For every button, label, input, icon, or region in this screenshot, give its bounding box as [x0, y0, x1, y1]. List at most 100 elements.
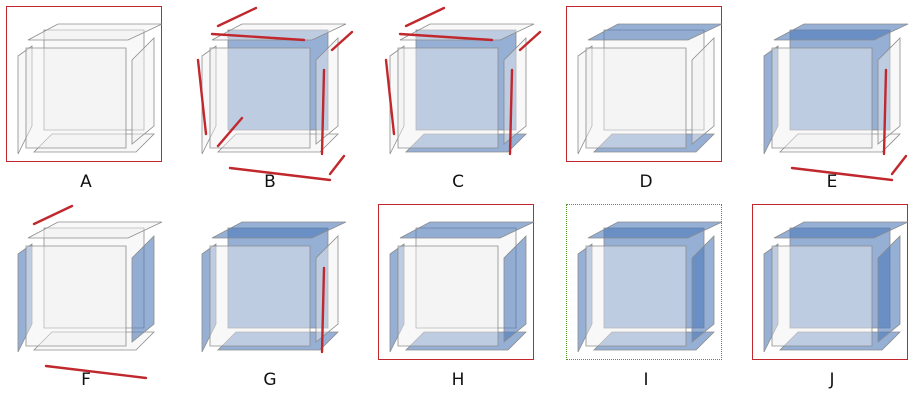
face-bottom	[33, 133, 155, 153]
highlight-edge	[508, 68, 514, 156]
panel-f	[6, 204, 166, 380]
cube-figure	[577, 23, 723, 155]
panel-frame	[378, 204, 534, 360]
face-top	[587, 23, 723, 41]
highlight-edge	[890, 154, 908, 176]
highlight-edge	[330, 30, 354, 52]
face-back	[43, 29, 145, 131]
face-right	[131, 37, 155, 145]
highlight-edge	[882, 68, 888, 156]
face-left	[577, 243, 593, 353]
face-top	[773, 221, 909, 239]
panel-j	[752, 204, 912, 364]
face-bottom	[779, 133, 901, 153]
panel-a	[6, 6, 166, 166]
face-left	[201, 243, 217, 353]
panel-h	[378, 204, 538, 364]
panel-label: B	[264, 172, 276, 192]
face-bottom	[217, 331, 339, 351]
face-right	[503, 37, 527, 145]
face-right	[691, 235, 715, 343]
highlight-edge	[196, 58, 208, 136]
panel-e	[752, 6, 912, 182]
highlight-edge	[404, 6, 446, 28]
face-front	[25, 245, 127, 347]
face-top	[399, 221, 535, 239]
panel-label: J	[829, 370, 835, 390]
panel-label: F	[81, 370, 91, 390]
face-back	[415, 29, 517, 131]
face-bottom	[405, 133, 527, 153]
panel-frame	[566, 204, 722, 360]
face-top	[773, 23, 909, 41]
face-right	[315, 37, 339, 145]
panel-label: C	[452, 172, 464, 192]
face-bottom	[217, 133, 339, 153]
panel-frame	[752, 204, 908, 360]
highlight-edge	[790, 166, 894, 182]
face-front	[397, 245, 499, 347]
cube-figure	[196, 6, 354, 182]
cube-figure	[384, 6, 542, 156]
panel-label: G	[263, 370, 277, 390]
face-bottom	[779, 331, 901, 351]
highlight-edge	[216, 116, 244, 148]
face-right	[315, 235, 339, 343]
face-front	[25, 47, 127, 149]
panel-label: H	[451, 370, 465, 390]
face-bottom	[593, 133, 715, 153]
cube-figure	[201, 221, 347, 354]
face-top	[27, 221, 163, 239]
face-right	[877, 37, 901, 145]
face-bottom	[405, 331, 527, 351]
highlight-edge	[328, 154, 346, 176]
panel-d	[566, 6, 726, 166]
highlight-edge	[32, 204, 74, 226]
panel-label: D	[639, 172, 653, 192]
highlight-edge	[228, 166, 332, 182]
highlight-edge	[216, 6, 258, 28]
highlight-edge	[320, 68, 326, 156]
cube-figure	[577, 221, 723, 353]
panel-frame	[566, 6, 722, 162]
face-bottom	[33, 331, 155, 351]
face-left	[577, 45, 593, 155]
face-top	[27, 23, 163, 41]
face-right	[691, 37, 715, 145]
panel-c	[378, 6, 542, 166]
face-left	[17, 45, 33, 155]
face-right	[131, 235, 155, 343]
face-front	[397, 47, 499, 149]
cube-figure	[763, 221, 909, 353]
cube-figure	[763, 23, 909, 182]
face-front	[771, 47, 873, 149]
face-front	[585, 47, 687, 149]
highlight-edge	[384, 58, 396, 136]
face-back	[227, 29, 329, 131]
face-front	[209, 47, 311, 149]
face-left	[389, 243, 405, 353]
face-front	[771, 245, 873, 347]
face-left	[17, 243, 33, 353]
panel-i	[566, 204, 726, 364]
face-top	[587, 221, 723, 239]
face-right	[503, 235, 527, 343]
face-left	[763, 45, 779, 155]
cube-figure	[17, 23, 163, 155]
face-left	[763, 243, 779, 353]
face-front	[585, 245, 687, 347]
highlight-edge	[44, 364, 148, 380]
cube-figure	[17, 204, 163, 380]
highlight-edge	[518, 30, 542, 52]
face-bottom	[593, 331, 715, 351]
panel-b	[190, 6, 354, 182]
face-top	[211, 221, 347, 239]
panel-label: I	[643, 370, 649, 390]
panel-frame	[6, 6, 162, 162]
highlight-edge	[320, 266, 326, 354]
panel-label: A	[80, 172, 92, 192]
highlight-edge	[210, 32, 306, 42]
face-right	[877, 235, 901, 343]
panel-g	[190, 204, 350, 364]
